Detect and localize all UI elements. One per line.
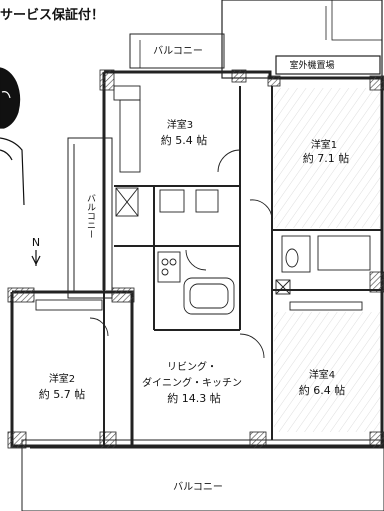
room-western1-size: 約 7.1 帖: [303, 151, 350, 165]
room-ldk-size: 約 14.3 帖: [167, 391, 221, 405]
room-western3-name: 洋室3: [167, 118, 193, 131]
interior-walls: [103, 86, 382, 446]
compass-label: N: [32, 236, 40, 249]
top-balcony: [129, 33, 225, 69]
bottom-balcony: [21, 439, 384, 511]
room-western2-size: 約 5.7 帖: [39, 387, 86, 401]
room-ldk-line2: ダイニング・キッチン: [142, 376, 242, 389]
floor-texture: [274, 88, 380, 432]
wall-hatching: [7, 69, 384, 449]
room-western4-name: 洋室4: [309, 368, 335, 381]
room-western3-size: 約 5.4 帖: [161, 133, 208, 147]
room-western2-name: 洋室2: [49, 372, 75, 385]
balcony-top-label: バルコニー: [153, 45, 203, 57]
outdoor-unit-label: 室外機置場: [289, 59, 334, 71]
door-swings: [89, 149, 273, 359]
service-banner: サービス保証付！: [0, 8, 105, 23]
compass: N: [31, 236, 41, 266]
side-balcony: [67, 137, 113, 299]
balcony-side-label: バルコニー: [85, 193, 96, 238]
room-labels: バルコニー 室外機置場 バルコニー バルコニー 洋室3 約 5.4 帖 洋室1 …: [39, 45, 350, 493]
room-western4-size: 約 6.4 帖: [299, 383, 346, 397]
fixtures: [35, 85, 371, 315]
room-ldk-line1: リビング・: [167, 360, 217, 373]
room-western1-name: 洋室1: [311, 138, 337, 151]
balcony-bottom-label: バルコニー: [173, 481, 223, 493]
person-illustration: [0, 67, 25, 206]
